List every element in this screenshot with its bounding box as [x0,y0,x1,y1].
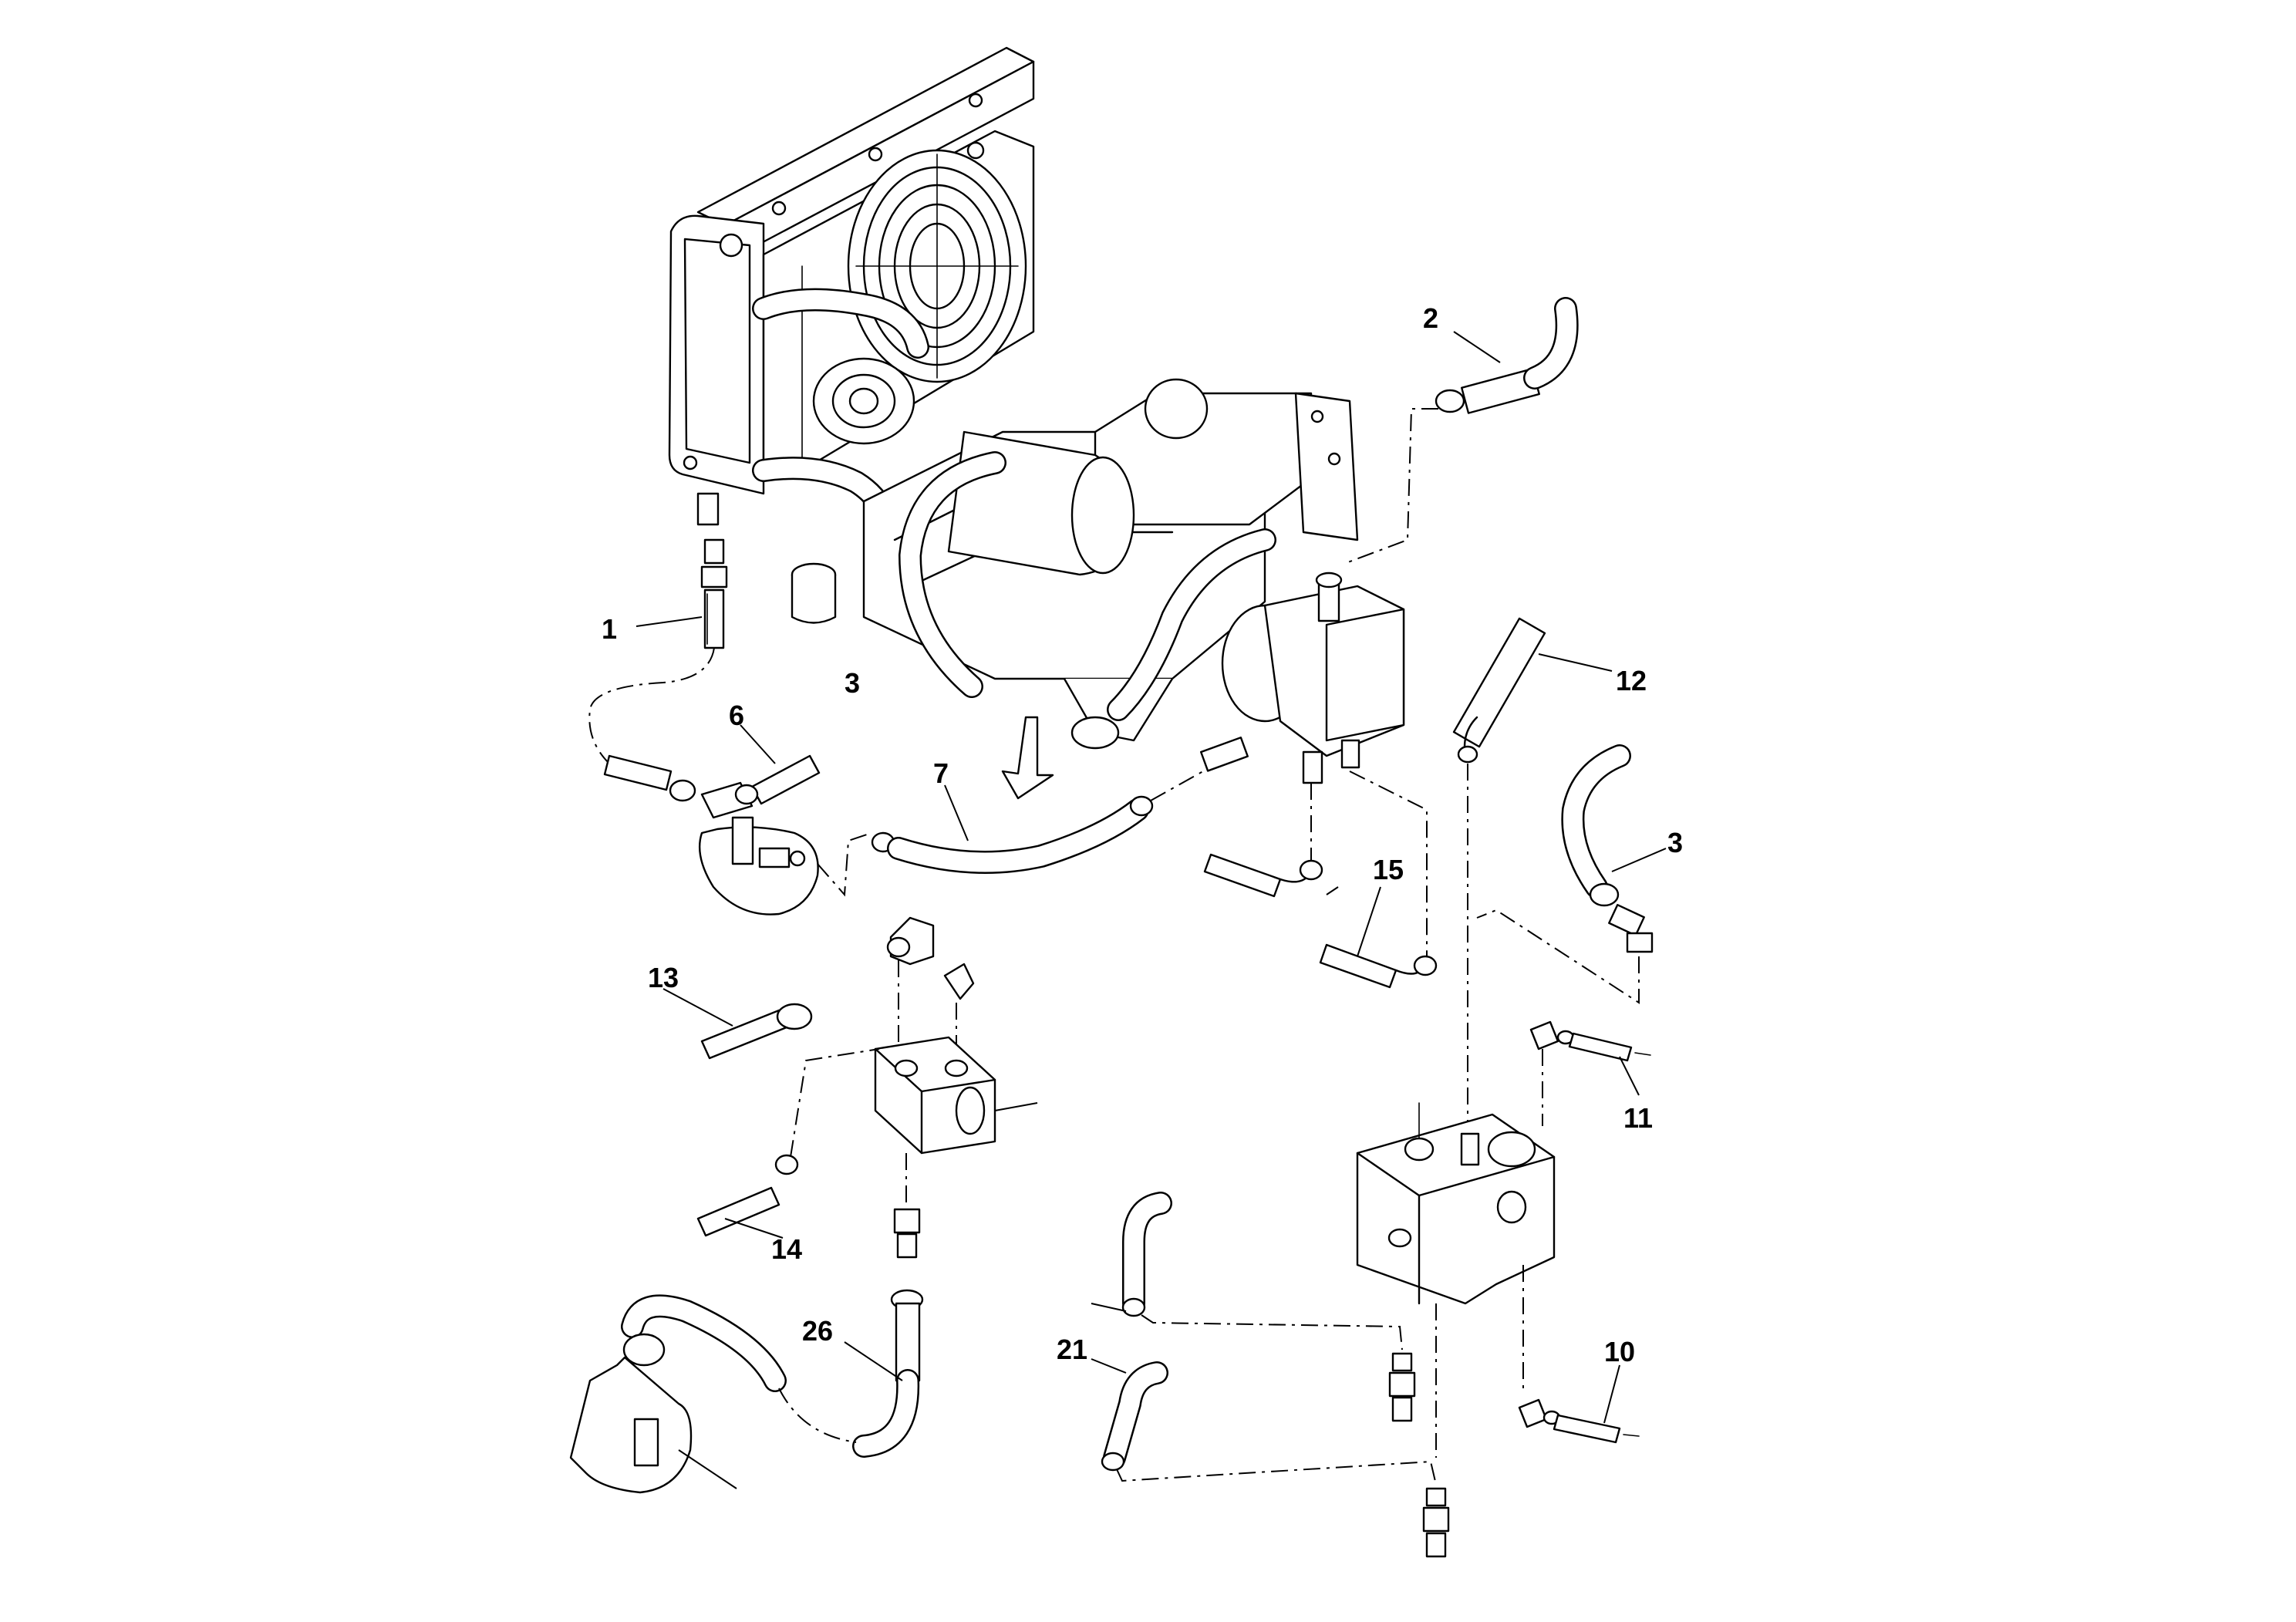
connector-line-1-6 [588,647,715,764]
leader-13 [663,988,733,1027]
callout-3-left: 3 [845,667,860,699]
leader-12 [1538,653,1613,672]
connector-line-21a [1141,1314,1403,1351]
callout-2: 2 [1423,302,1438,334]
hose-item-11 [1529,1020,1651,1062]
leader-7 [944,784,969,841]
callout-3-right: 3 [1667,827,1683,858]
callout-labels: 1 2 3 3 6 7 10 11 12 13 14 15 21 26 [602,302,1683,1367]
hose-item-14 [696,1154,799,1237]
leader-10 [1603,1364,1620,1424]
connector-line-14 [790,1048,880,1158]
hose-item-15 [1203,853,1438,989]
leader-26 [844,1341,903,1381]
valve-block-left [874,1036,1038,1155]
connector-line-2-pump [1345,408,1438,564]
leader-1 [636,616,703,627]
callout-21: 21 [1057,1334,1087,1365]
leader-15 [1357,886,1381,957]
engine-block [791,357,1359,800]
callout-7: 7 [933,757,949,789]
callout-13: 13 [648,962,679,993]
hose-item-3-right [1561,744,1654,953]
hose-item-13 [700,916,975,1060]
connector-line-3-valve [1476,909,1640,1004]
callout-26: 26 [802,1315,833,1347]
leader-3-right [1611,848,1667,872]
callout-15: 15 [1373,854,1404,885]
hose-item-21 [1101,1192,1450,1558]
leader-15b [1326,886,1339,895]
connector-line-21b [1116,1460,1437,1485]
hose-item-2 [1435,297,1579,414]
hydraulic-pump [1199,572,1405,784]
callout-11: 11 [1623,1102,1653,1134]
callout-14: 14 [771,1233,802,1265]
leader-14 [724,1218,784,1239]
callout-1: 1 [602,613,617,645]
hose-item-12 [1452,617,1546,764]
leader-21a [1091,1303,1127,1312]
leader-21b [1091,1358,1127,1374]
callout-12: 12 [1616,665,1647,696]
hose-item-1 [700,538,728,649]
connector-line-6-7 [817,832,872,897]
callout-10: 10 [1604,1336,1635,1367]
leader-2 [1453,331,1501,363]
tee-fitting-item-6 [603,754,821,916]
hose-item-7 [871,795,1154,874]
leader-6 [740,724,776,764]
callout-6: 6 [729,700,744,731]
hose-item-10 [1518,1398,1640,1444]
valve-block-right [1356,1102,1556,1305]
leader-11 [1619,1056,1640,1096]
hose-item-26 [569,1153,924,1494]
connector-line-7-pump [1150,771,1204,801]
